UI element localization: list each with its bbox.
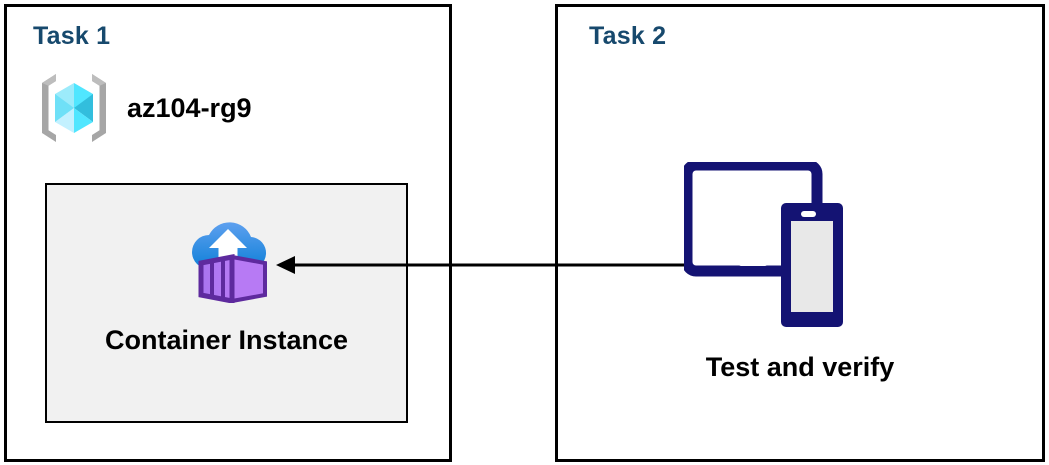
resource-box-container-instance: Container Instance [45,183,408,423]
panel-title-task-1: Task 1 [33,22,111,50]
panel-task-1: Task 1 [4,4,452,462]
resource-label-container-instance: Container Instance [104,325,349,355]
devices-label-test-and-verify: Test and verify [705,352,895,382]
panel-title-task-2: Task 2 [589,22,667,50]
resource-group-row: az104-rg9 [35,69,252,147]
resource-group-label: az104-rg9 [127,92,252,123]
azure-resource-group-icon [35,69,113,147]
